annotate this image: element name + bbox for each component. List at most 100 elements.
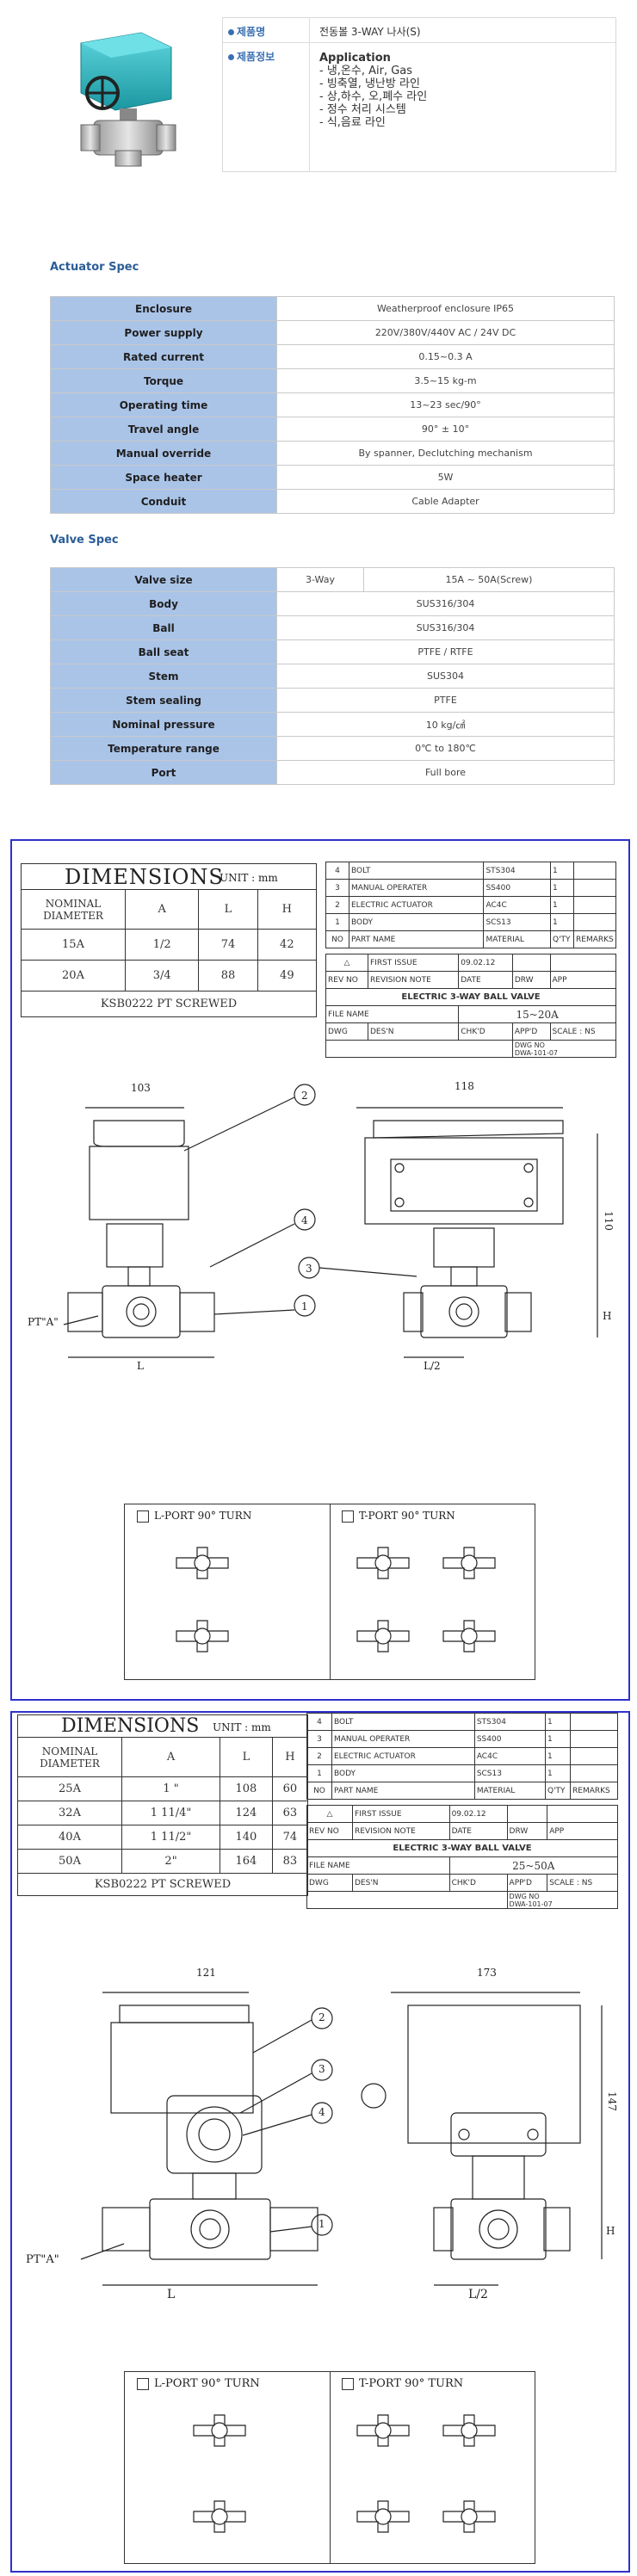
dimensions-unit: UNIT : mm: [220, 872, 278, 884]
issue-date: 09.02.12: [458, 954, 513, 972]
application-line: - 빙축열, 냉난방 라인: [319, 77, 420, 90]
valve-spec-title: Valve Spec: [50, 534, 119, 547]
pt-label: PT"A": [28, 1316, 59, 1328]
file-name: 15~20A: [458, 1005, 616, 1023]
product-image: [55, 17, 184, 168]
dimension-top: 121: [196, 1967, 216, 1979]
port-diagram-box: L-PORT 90° TURN T-PORT 90° TURN: [124, 2371, 535, 2564]
balloon-label: 4: [301, 1214, 308, 1226]
dimensions-footer: KSB0222 PT SCREWED: [21, 991, 317, 1017]
table-row: Valve size 3-Way 15A ~ 50A(Screw): [50, 567, 615, 592]
valve-size-type: 3-Way: [277, 568, 364, 591]
dimensions-title: DIMENSIONS: [61, 1715, 200, 1737]
dimension-h: H: [606, 2225, 615, 2237]
port-symbols: [193, 2414, 496, 2533]
product-name-value: 전동볼 3-WAY 나사(S): [319, 26, 421, 38]
t-port-label: T-PORT 90° TURN: [359, 1510, 455, 1522]
port-diagram-box: L-PORT 90° TURN T-PORT 90° TURN: [124, 1504, 535, 1680]
dimension-top: 103: [131, 1082, 151, 1094]
valve-size-value: 15A ~ 50A(Screw): [445, 574, 533, 585]
product-name-key: 제품명: [228, 24, 265, 39]
balloon-label: 3: [306, 1263, 312, 1275]
product-info-box: 제품명 전동볼 3-WAY 나사(S) 제품정보 Application - 냉…: [222, 17, 616, 172]
dimension-l-half: L/2: [468, 2288, 488, 2301]
dimensions-unit: UNIT : mm: [213, 1721, 271, 1733]
drawing-title: ELECTRIC 3-WAY BALL VALVE: [325, 988, 616, 1006]
dimensions-title: DIMENSIONS: [65, 865, 224, 889]
actuator-spec-title: Actuator Spec: [50, 261, 139, 274]
balloon-label: 3: [318, 2063, 325, 2075]
dimension-top-side: 118: [455, 1080, 474, 1092]
issue-date: 09.02.12: [448, 1805, 508, 1823]
l-port-label: L-PORT 90° TURN: [154, 1510, 252, 1522]
application-title: Application: [319, 52, 391, 65]
application-line: - 정수 처리 시스템: [319, 103, 406, 116]
t-port-label: T-PORT 90° TURN: [359, 2377, 464, 2390]
drawing-number: DWA-101-07: [509, 1900, 553, 1908]
file-name: 25~50A: [448, 1856, 619, 1875]
application-line: - 상,하수, 오,폐수 라인: [319, 90, 428, 103]
dimension-side: 147: [606, 2091, 618, 2111]
port-symbols: [176, 1547, 496, 1652]
balloon-label: 1: [318, 2218, 325, 2230]
dimension-l: L: [137, 1360, 144, 1372]
dimension-l-half: L/2: [424, 1360, 441, 1372]
balloon-label: 4: [318, 2106, 325, 2118]
dimension-side: 110: [603, 1211, 615, 1231]
application-line: - 식,음료 라인: [319, 116, 386, 129]
dimension-h: H: [603, 1310, 612, 1322]
dimension-top-side: 173: [477, 1967, 497, 1979]
valve-drawing-25-50a: [80, 1992, 603, 2286]
l-port-label: L-PORT 90° TURN: [154, 2377, 260, 2390]
dimensions-footer: KSB0222 PT SCREWED: [17, 1873, 308, 1896]
application-line: - 냉,온수, Air, Gas: [319, 65, 413, 77]
issue-label: FIRST ISSUE: [367, 954, 460, 972]
balloon-label: 2: [301, 1090, 308, 1102]
pt-label: PT"A": [26, 2253, 59, 2266]
drawing-title: ELECTRIC 3-WAY BALL VALVE: [306, 1839, 618, 1857]
valve-drawing-15-20a: [63, 1084, 598, 1358]
dimension-l: L: [167, 2288, 176, 2301]
drawing-number: DWA-101-07: [514, 1048, 559, 1057]
issue-label: FIRST ISSUE: [352, 1805, 450, 1823]
balloon-label: 2: [318, 2011, 325, 2023]
